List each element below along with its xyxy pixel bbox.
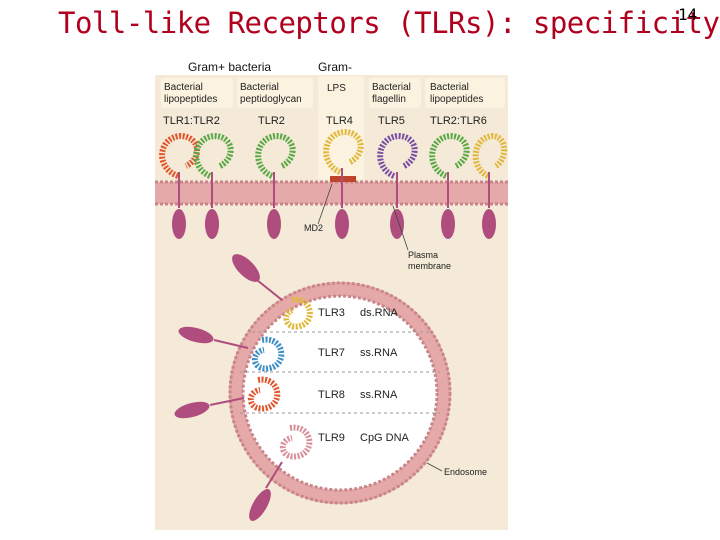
receptor-label-tlr2-tlr6: TLR2:TLR6: [430, 115, 487, 127]
receptor-label-tlr5: TLR5: [378, 115, 405, 127]
ligand-2-line-2: peptidoglycan: [240, 94, 302, 105]
ligand-2-line-1: Bacterial: [240, 82, 279, 93]
ligand-1-line-2: lipopeptides: [164, 94, 217, 105]
tlr3-ligand: ds.RNA: [360, 307, 399, 319]
tlr9-label: TLR9: [318, 432, 345, 444]
surface-receptor-tlr2: [255, 132, 296, 239]
ligand-3-line-1: LPS: [327, 83, 346, 94]
receptor-label-tlr4: TLR4: [326, 115, 353, 127]
ligand-5-line-2: lipopeptides: [430, 94, 483, 105]
plasma-membrane-label-2: membrane: [408, 261, 451, 271]
ligand-box-5: [425, 78, 505, 108]
ligand-1-line-1: Bacterial: [164, 82, 203, 93]
surface-receptor-tlr1: [159, 132, 200, 239]
surface-receptor-tlr4: [323, 128, 364, 239]
tlr7-ligand: ss.RNA: [360, 347, 398, 359]
endosome-label: Endosome: [444, 467, 487, 477]
tlr8-label: TLR8: [318, 389, 345, 401]
md2-label: MD2: [304, 223, 323, 233]
tlr7-label: TLR7: [318, 347, 345, 359]
ligand-box-2: [237, 78, 313, 108]
ligand-box-3: [318, 76, 364, 180]
receptor-label-tlr1-tlr2: TLR1:TLR2: [163, 115, 220, 127]
tlr8-ligand: ss.RNA: [360, 389, 398, 401]
endosomal-receptor-tlr9: [249, 424, 313, 521]
endosomal-receptor-tlr7: [178, 326, 285, 372]
tlr9-ligand: CpG DNA: [360, 432, 410, 444]
receptor-label-tlr2: TLR2: [258, 115, 285, 127]
surface-receptor-tlr2-partner: [193, 132, 234, 239]
plasma-membrane-label-1: Plasma: [408, 250, 438, 260]
gram-positive-label: Gram+ bacteria: [188, 60, 272, 74]
endosome: [228, 281, 452, 505]
surface-receptor-tlr6: [472, 132, 508, 239]
gram-negative-label: Gram-: [318, 60, 352, 74]
surface-receptor-tlr5: [377, 132, 418, 239]
slide-title: Toll-like Receptors (TLRs): specificity: [58, 6, 720, 40]
ligand-box-1: [161, 78, 233, 108]
endosomal-receptor-tlr3: [232, 254, 313, 330]
ligand-box-4: [369, 78, 421, 108]
surface-receptor-tlr2-b: [429, 132, 470, 239]
slide-number: 14: [678, 5, 698, 24]
tlr3-label: TLR3: [318, 307, 345, 319]
ligand-4-line-2: flagellin: [372, 94, 406, 105]
ligand-5-line-1: Bacterial: [430, 82, 469, 93]
endosomal-receptor-tlr8: [174, 376, 281, 419]
ligand-4-line-1: Bacterial: [372, 82, 411, 93]
